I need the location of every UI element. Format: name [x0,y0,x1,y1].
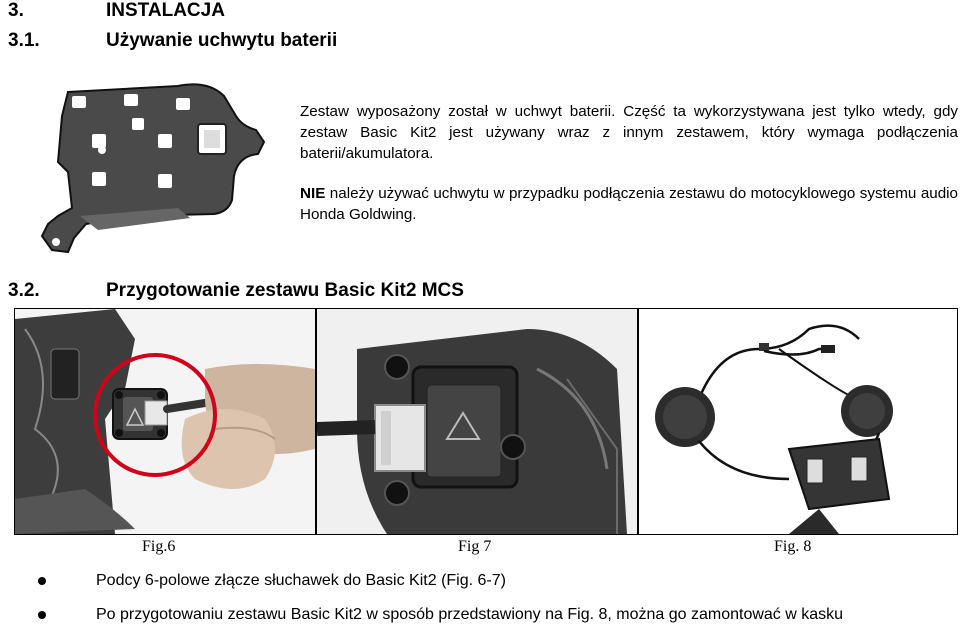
bullet-icon [38,611,46,619]
paragraph-battery-holder: Zestaw wyposażony został w uchwyt bateri… [300,103,958,162]
bullet-item-1: Podcy 6-polowe złącze słuchawek do Basic… [96,572,506,589]
paragraph-warning: NIE należy używać uchwytu w przypadku po… [300,183,958,225]
section-title: INSTALACJA [106,0,225,21]
subsection-2-number: 3.2. [8,280,40,301]
section-number: 3. [8,0,24,21]
figure-7-image [316,308,638,535]
bullet-icon [38,577,46,585]
figure-7-caption: Fig 7 [458,538,492,555]
figure-8-image [638,308,958,535]
subsection-1-number: 3.1. [8,30,40,51]
figure-8-caption: Fig. 8 [774,538,812,555]
battery-holder-image [28,76,270,256]
bullet-item-2: Po przygotowaniu zestawu Basic Kit2 w sp… [96,606,844,623]
figure-6-image [14,308,316,535]
subsection-2-title: Przygotowanie zestawu Basic Kit2 MCS [106,280,464,301]
figure-6-caption: Fig.6 [142,538,176,555]
subsection-1-title: Używanie uchwytu baterii [106,30,338,51]
warning-text: należy używać uchwytu w przypadku podłąc… [300,185,958,223]
warning-emphasis: NIE [300,185,326,202]
